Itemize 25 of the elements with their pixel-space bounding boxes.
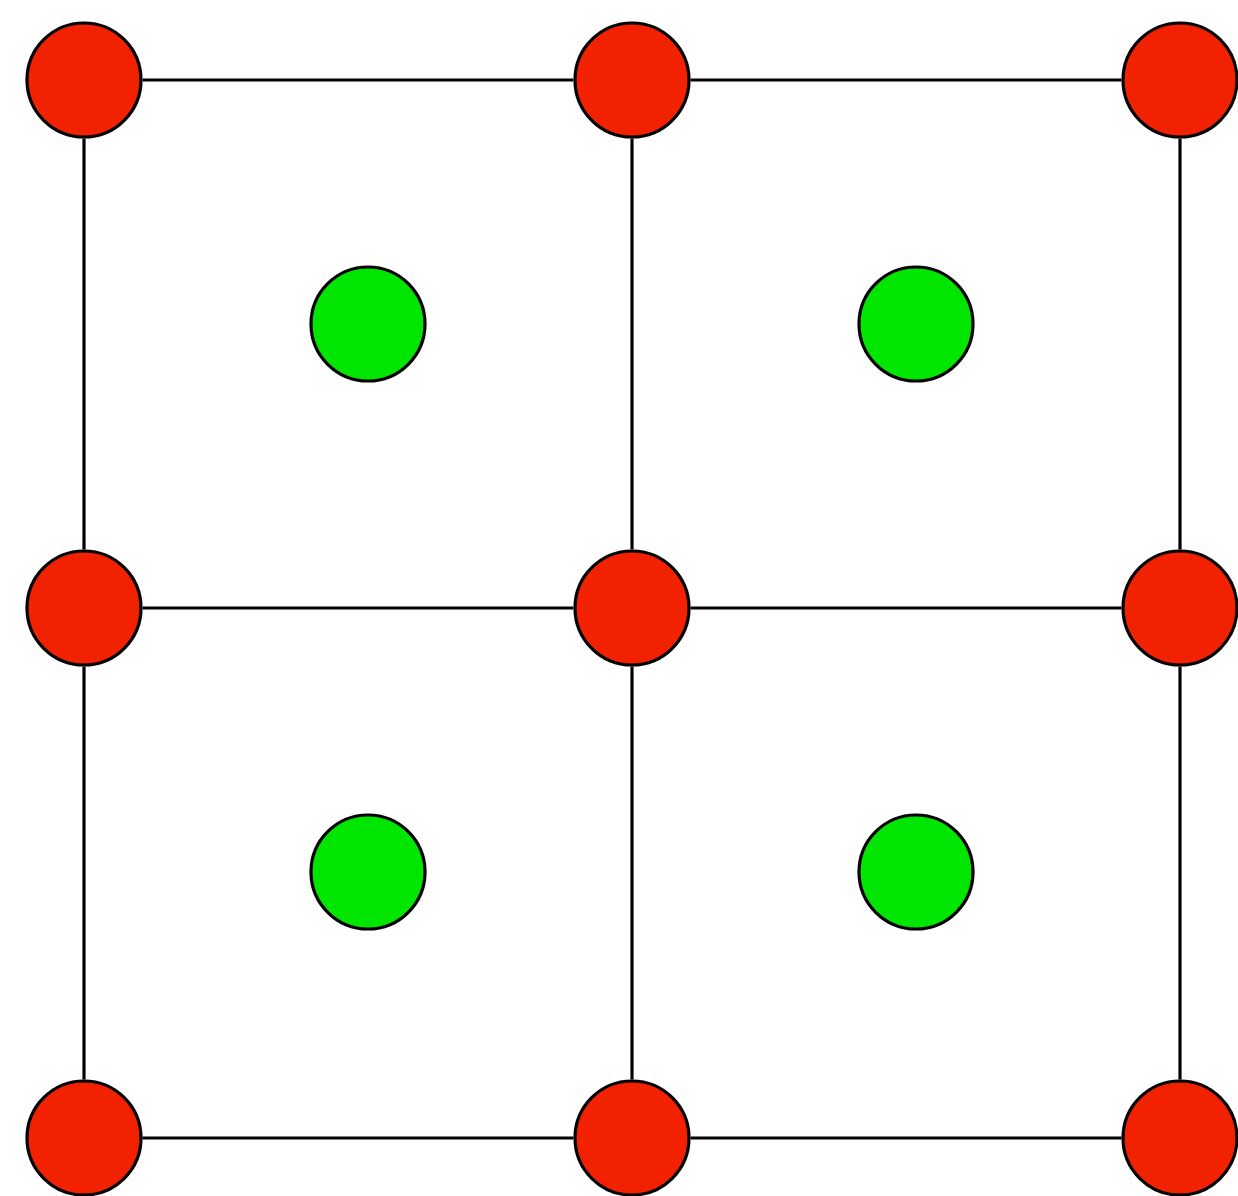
line <box>142 78 574 82</box>
line <box>630 138 634 550</box>
circle <box>573 21 691 139</box>
circle <box>857 265 975 383</box>
line <box>1178 666 1182 1080</box>
circle <box>1121 21 1238 139</box>
line <box>82 138 86 550</box>
line <box>690 1136 1122 1140</box>
circle <box>573 549 691 667</box>
circle <box>309 813 427 931</box>
line <box>142 606 574 610</box>
circle <box>25 1079 143 1196</box>
line <box>142 1136 574 1140</box>
circle <box>573 1079 691 1196</box>
line <box>1178 138 1182 550</box>
line <box>690 606 1122 610</box>
line <box>690 78 1122 82</box>
circle <box>25 21 143 139</box>
line <box>630 666 634 1080</box>
circle <box>1121 549 1238 667</box>
line <box>82 666 86 1080</box>
circle <box>1121 1079 1238 1196</box>
circle <box>857 813 975 931</box>
circle <box>25 549 143 667</box>
circle <box>309 265 427 383</box>
